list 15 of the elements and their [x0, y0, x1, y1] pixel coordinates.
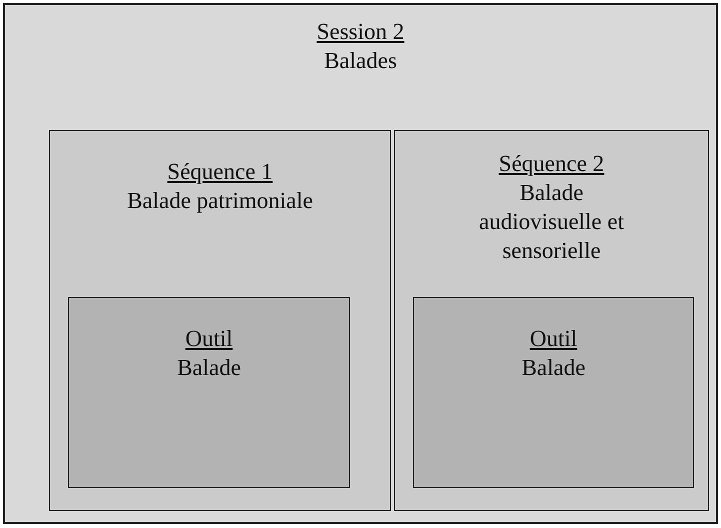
heading-text: Outil [184, 325, 234, 353]
description-text: Balades [323, 47, 398, 75]
description-text: Balade audiovisuelle et sensorielle [478, 179, 625, 265]
description-text: Balade patrimoniale [126, 187, 314, 215]
tool-box [413, 297, 694, 488]
heading-text: Séquence 2 [498, 150, 606, 178]
tool-box [68, 297, 350, 488]
sequence-box [394, 130, 709, 511]
description-text: Balade [520, 354, 586, 382]
heading-text: Séquence 1 [166, 158, 274, 186]
session-panel [3, 3, 718, 524]
heading-text: Session 2 [316, 18, 406, 46]
sequence-box [49, 130, 391, 511]
heading-text: Outil [528, 325, 578, 353]
description-text: Balade [176, 354, 242, 382]
